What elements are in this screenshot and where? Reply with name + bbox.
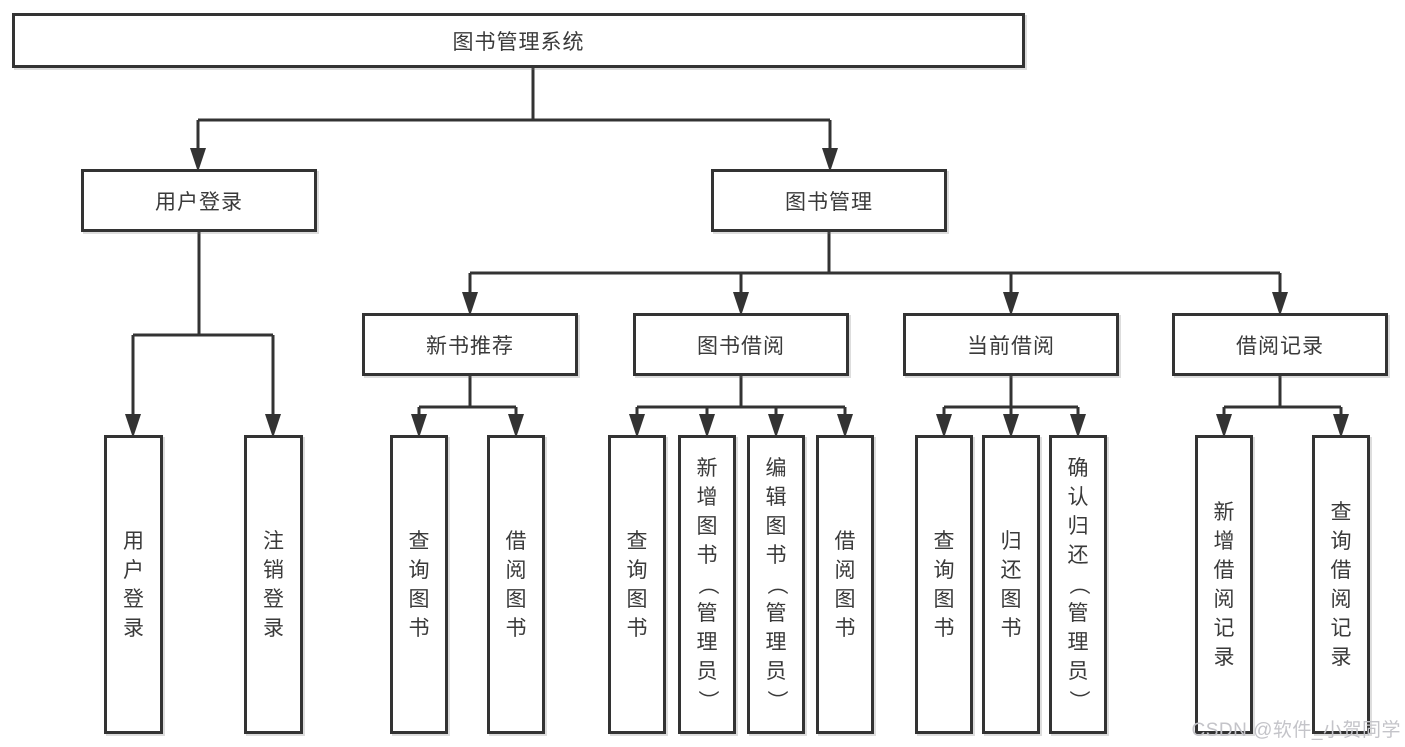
node-borrow-borrow-books: 借阅图书 [816, 435, 874, 734]
node-newbook-query-books-label: 查询图书 [408, 529, 430, 640]
connector-current-to-leaves [942, 376, 1080, 420]
node-logout-leaf: 注销登录 [244, 435, 303, 734]
node-current-borrow-label: 当前借阅 [967, 334, 1055, 358]
node-current-query-books-label: 查询图书 [933, 529, 955, 640]
arrowhead-icons [125, 148, 1349, 438]
node-borrow-edit-books-admin-label: 编辑图书（管理员） [764, 457, 788, 711]
csdn-watermark: CSDN @软件_小贺同学 [1191, 720, 1401, 741]
node-user-login-leaf: 用户登录 [104, 435, 163, 734]
connector-userlogin-to-leaves [131, 232, 275, 420]
node-user-login-leaf-label: 用户登录 [123, 529, 144, 640]
node-borrow-edit-books-admin: 编辑图书（管理员） [747, 435, 805, 734]
node-new-book-recommend: 新书推荐 [362, 313, 578, 376]
node-book-management: 图书管理 [711, 169, 947, 232]
node-new-book-recommend-label: 新书推荐 [426, 334, 514, 358]
node-newbook-borrow-books-label: 借阅图书 [505, 529, 527, 640]
connector-newbook-to-leaves [417, 376, 518, 420]
node-records-query-record-label: 查询借阅记录 [1330, 500, 1352, 669]
node-book-management-label: 图书管理 [785, 190, 873, 214]
node-current-borrow: 当前借阅 [903, 313, 1119, 376]
connector-bookmgmt-to-level3 [468, 232, 1282, 298]
node-borrow-records-label: 借阅记录 [1236, 334, 1324, 358]
connector-records-to-leaves [1222, 376, 1343, 420]
node-newbook-borrow-books: 借阅图书 [487, 435, 545, 734]
connector-borrow-to-leaves [635, 376, 847, 420]
node-current-query-books: 查询图书 [915, 435, 973, 734]
node-borrow-borrow-books-label: 借阅图书 [834, 529, 856, 640]
node-records-query-record: 查询借阅记录 [1312, 435, 1370, 734]
connector-root-to-level2 [196, 68, 832, 154]
connector-paths [131, 68, 1343, 420]
node-user-login-branch-label: 用户登录 [155, 190, 243, 214]
node-book-borrow-label: 图书借阅 [697, 334, 785, 358]
node-current-confirm-return-admin-label: 确认归还（管理员） [1066, 457, 1090, 711]
node-root: 图书管理系统 [12, 13, 1025, 68]
node-user-login-branch: 用户登录 [81, 169, 317, 232]
node-borrow-records: 借阅记录 [1172, 313, 1388, 376]
node-logout-leaf-label: 注销登录 [263, 529, 284, 640]
node-borrow-query-books: 查询图书 [608, 435, 666, 734]
node-current-return-books-label: 归还图书 [1000, 529, 1022, 640]
node-borrow-add-books-admin: 新增图书（管理员） [678, 435, 736, 734]
node-records-add-record-label: 新增借阅记录 [1213, 500, 1235, 669]
node-newbook-query-books: 查询图书 [390, 435, 448, 734]
node-borrow-add-books-admin-label: 新增图书（管理员） [695, 457, 719, 711]
node-root-label: 图书管理系统 [452, 30, 585, 54]
node-current-return-books: 归还图书 [982, 435, 1040, 734]
node-current-confirm-return-admin: 确认归还（管理员） [1049, 435, 1107, 734]
node-records-add-record: 新增借阅记录 [1195, 435, 1253, 734]
node-book-borrow: 图书借阅 [633, 313, 849, 376]
node-borrow-query-books-label: 查询图书 [626, 529, 648, 640]
